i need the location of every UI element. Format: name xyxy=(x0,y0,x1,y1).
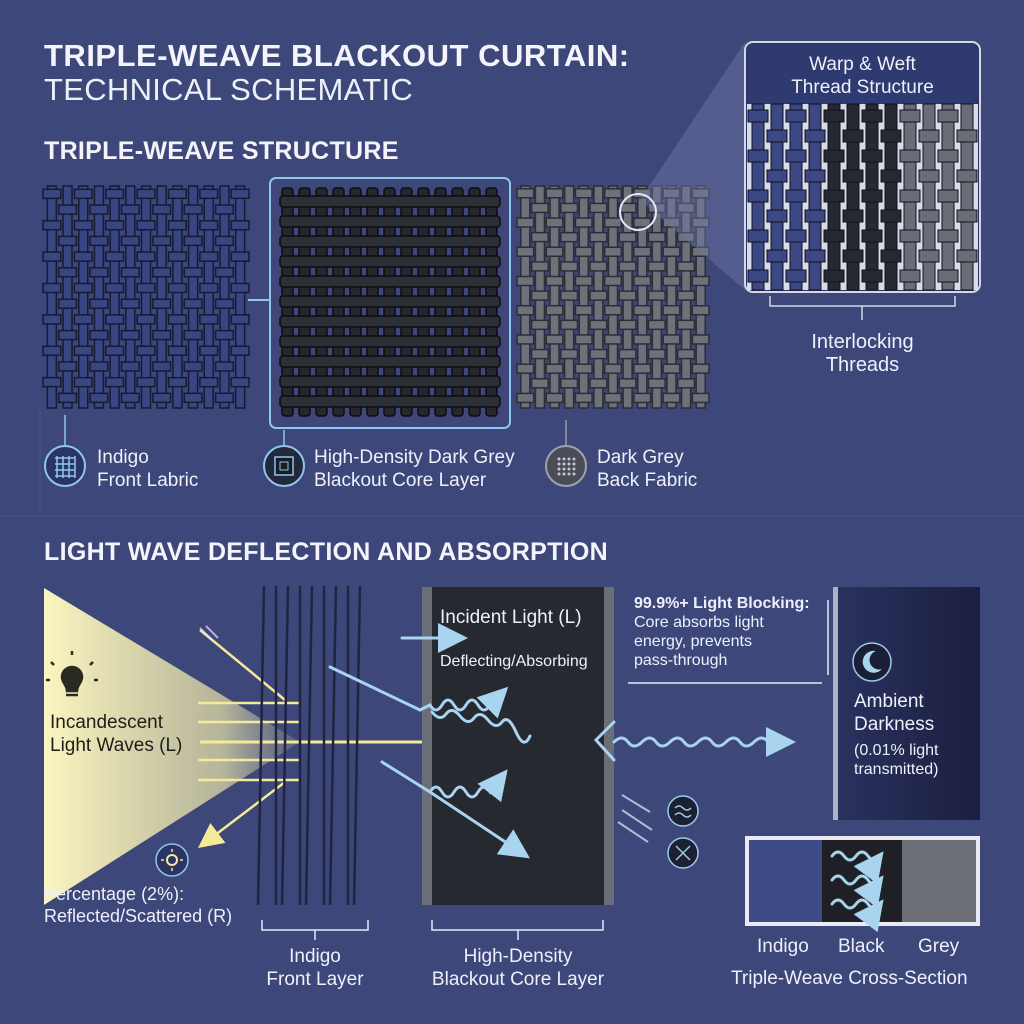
deflection-heading: LIGHT WAVE DEFLECTION AND ABSORPTION xyxy=(44,538,609,566)
cross-section-label-indigo: Indigo xyxy=(757,936,809,957)
light-beam xyxy=(44,588,300,905)
cross-section-label-grey: Grey xyxy=(918,936,960,957)
cross-section-label-black: Black xyxy=(838,936,885,957)
deflecting-label: Deflecting/Absorbing xyxy=(440,653,588,670)
structure-heading: TRIPLE-WEAVE STRUCTURE xyxy=(44,137,399,165)
light-source-label: Incandescent Light Waves (L) xyxy=(50,712,183,756)
inset-caption: Interlocking Threads xyxy=(811,331,914,376)
reflected-label: Percentage (2%): Reflected/Scattered (R) xyxy=(44,884,233,926)
moon-icon xyxy=(852,642,892,682)
filter-wave-icon xyxy=(667,795,699,827)
incident-light-label: Incident Light (L) xyxy=(440,607,582,628)
transmitted-label: (0.01% light transmitted) xyxy=(854,742,939,778)
ambient-darkness-label: Ambient Darkness xyxy=(854,691,935,735)
core-layer-label: High-Density Dark Grey Blackout Core Lay… xyxy=(314,447,515,491)
reflected-sun-icon xyxy=(155,843,189,877)
indigo-front-fabric-swatch xyxy=(42,185,250,409)
dots-icon xyxy=(545,445,587,487)
chip-icon xyxy=(263,445,305,487)
core-layer-block xyxy=(422,587,614,905)
back-fabric-label: Dark Grey Back Fabric xyxy=(597,447,698,491)
back-fabric-swatch xyxy=(516,185,710,409)
front-fabric-label: Indigo Front Labric xyxy=(97,447,199,491)
core-layer-caption: High-Density Blackout Core Layer xyxy=(431,946,605,990)
core-layer-highlight xyxy=(269,177,511,429)
cross-section-caption: Triple-Weave Cross-Section xyxy=(731,968,968,989)
grid-icon xyxy=(44,445,86,487)
blocking-note: 99.9%+ Light Blocking: Core absorbs ligh… xyxy=(634,595,810,669)
front-layer-caption: Indigo Front Layer xyxy=(266,946,364,990)
ambient-darkness-panel xyxy=(833,587,980,820)
inset-title: Warp & Weft Thread Structure xyxy=(791,54,934,98)
lightbulb-icon xyxy=(46,651,98,697)
page-title: TRIPLE-WEAVE BLACKOUT CURTAIN: xyxy=(44,38,630,73)
page-subtitle: TECHNICAL SCHEMATIC xyxy=(44,72,414,107)
block-x-icon xyxy=(667,837,699,869)
core-layer-swatch xyxy=(279,187,501,417)
